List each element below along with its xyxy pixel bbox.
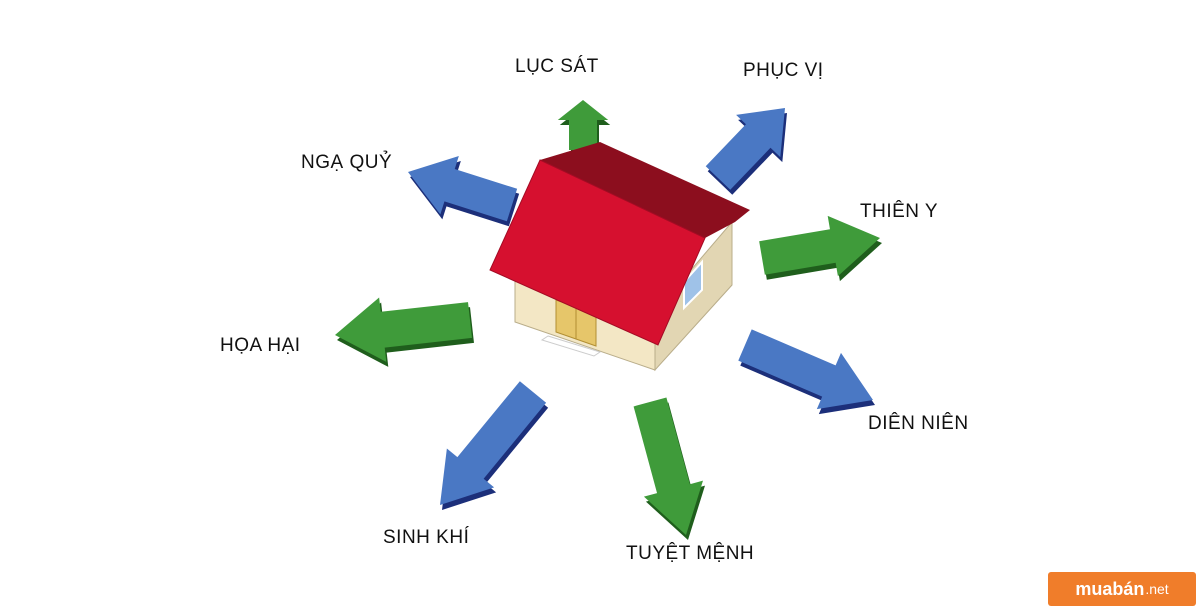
arrow-luc-sat-face xyxy=(557,100,609,150)
label-tuyet-menh: TUYỆT MỆNH xyxy=(626,543,755,564)
arrow-thien-y-face xyxy=(759,215,880,277)
house-roof-back xyxy=(540,142,750,238)
watermark-brand: muabán xyxy=(1075,578,1145,599)
arrow-luc-sat xyxy=(557,100,611,155)
arrow-phuc-vi-face xyxy=(705,108,785,190)
label-dien-nien: DIÊN NIÊN xyxy=(868,413,969,434)
arrow-thien-y xyxy=(759,215,882,282)
arrow-nga-quy xyxy=(408,156,520,227)
arrow-sinh-khi xyxy=(440,381,549,510)
arrow-hoa-hai xyxy=(335,297,474,367)
label-sinh-khi: SINH KHÍ xyxy=(383,527,470,548)
label-nga-quy: NGẠ QUỶ xyxy=(301,152,393,173)
arrow-hoa-hai-face xyxy=(335,297,472,362)
arrow-dien-nien xyxy=(738,329,875,415)
arrow-dien-nien-face xyxy=(738,329,873,410)
arrow-tuyet-menh xyxy=(633,397,705,540)
house-roof-front xyxy=(489,159,706,346)
house-step xyxy=(540,335,602,357)
watermark-suffix: .net xyxy=(1145,581,1169,597)
arrow-phuc-vi xyxy=(705,108,787,195)
arrow-nga-quy-face xyxy=(408,156,518,222)
direction-arrows xyxy=(335,100,882,540)
house-window xyxy=(683,259,703,311)
label-luc-sat: LỤC SÁT xyxy=(515,56,599,77)
label-hoa-hai: HỌA HẠI xyxy=(220,335,301,356)
watermark-logo: muabán.net xyxy=(1048,572,1196,606)
arrow-tuyet-menh-face xyxy=(633,397,703,535)
label-phuc-vi: PHỤC VỊ xyxy=(743,60,824,81)
arrow-sinh-khi-face xyxy=(440,381,547,505)
house-illustration xyxy=(489,142,750,372)
label-thien-y: THIÊN Y xyxy=(860,201,939,222)
